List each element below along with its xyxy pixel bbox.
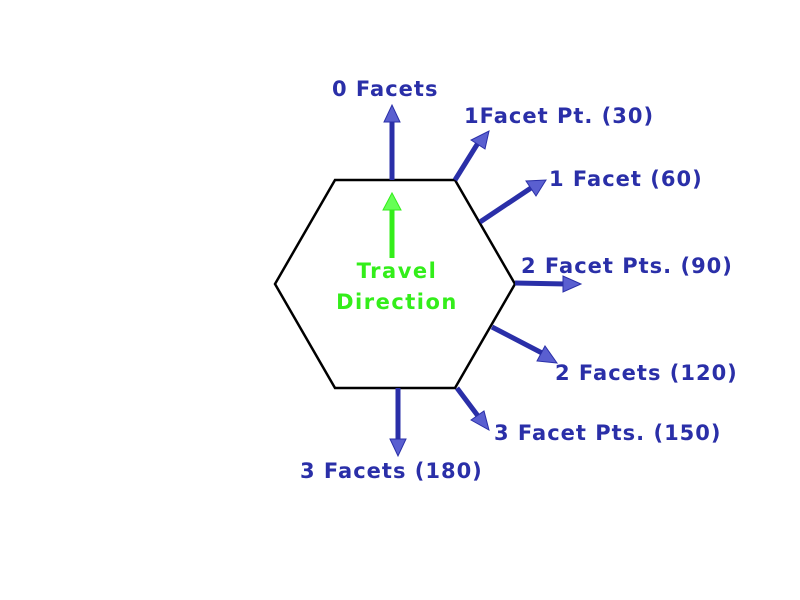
label-3-facets-180: 3 Facets (180) [300, 459, 483, 483]
label-3-facet-pts-150: 3 Facet Pts. (150) [494, 421, 722, 445]
arrow-1-facet-60 [478, 179, 547, 225]
travel-direction-arrow-head [382, 191, 402, 211]
label-2-facet-pts-90: 2 Facet Pts. (90) [521, 254, 733, 278]
arrow-0-facets [383, 103, 401, 180]
arrow-2-facet-pts-90 [514, 275, 583, 293]
label-1-facet-60: 1 Facet (60) [549, 167, 703, 191]
arrow-2-facets-120 [490, 324, 559, 364]
label-0-facets: 0 Facets [332, 77, 438, 101]
arrow-3-facets-180 [389, 388, 407, 458]
label-2-facets-120: 2 Facets (120) [555, 361, 738, 385]
arrow-3-facet-pts-150 [455, 386, 490, 432]
travel-direction-label-line1: Travel [357, 259, 438, 283]
hexagon [273, 178, 517, 390]
arrow-1-facet-pt-30 [452, 130, 490, 182]
label-1-facet-pt-30: 1Facet Pt. (30) [464, 104, 654, 128]
travel-direction-label-line2: Direction [336, 290, 458, 314]
